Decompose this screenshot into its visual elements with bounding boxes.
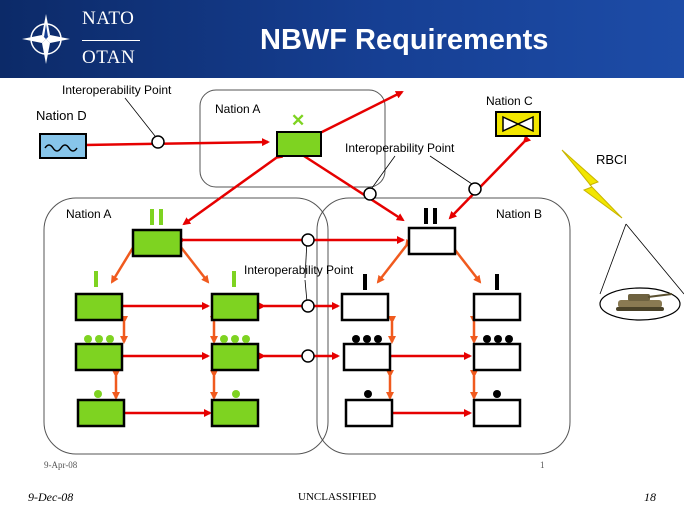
nation-b-unit-5 <box>344 390 394 428</box>
logo-text-nato: NATO <box>82 8 135 29</box>
link-a-top-to-a-hq <box>182 151 284 226</box>
nato-compass-logo <box>20 6 72 72</box>
classification-marking: UNCLASSIFIED <box>298 491 377 503</box>
interop-pointer-top <box>124 97 156 137</box>
interop-point-4 <box>301 233 315 247</box>
nation-c-unit <box>495 111 541 137</box>
interop-pointer-mid-b <box>429 155 473 185</box>
nation-b-unit-2 <box>472 274 522 322</box>
interop-pointer-mid-a <box>371 155 396 189</box>
link-a-hq-to-a1 <box>110 238 141 284</box>
interop-label-top: Interoperability Point <box>62 83 172 97</box>
slide-page-number: 1 <box>540 460 545 470</box>
nation-a-unit-2 <box>210 271 260 322</box>
nation-b-unit-4 <box>472 335 522 372</box>
nation-a-top-unit: ✕ <box>276 111 322 157</box>
link-c-to-b-hq <box>448 134 532 220</box>
footer-date: 9-Dec-08 <box>28 490 74 504</box>
link-a-hq-to-a2 <box>173 238 210 284</box>
nation-a-top-label: Nation A <box>215 102 260 116</box>
nation-b-group-label: Nation B <box>496 207 542 221</box>
nation-d-unit <box>39 133 87 159</box>
logo-divider <box>82 40 140 41</box>
nation-a-unit-5 <box>76 390 126 428</box>
interop-point-6 <box>301 349 315 363</box>
nation-b-hq-unit <box>407 208 457 256</box>
tank-icon <box>616 293 673 311</box>
link-d-to-a-top <box>78 138 270 150</box>
interop-point-1 <box>151 135 165 149</box>
nation-d-label: Nation D <box>36 108 87 123</box>
logo-text-otan: OTAN <box>82 47 136 68</box>
interop-label-mid: Interoperability Point <box>345 141 455 155</box>
link-a-top-to-b-hq <box>296 149 405 222</box>
header-banner: NATO OTAN NBWF Requirements <box>0 0 684 78</box>
link-a-top-up <box>314 90 404 139</box>
nation-b-unit-3 <box>342 335 392 372</box>
nation-a-unit-6 <box>210 390 260 428</box>
interop-point-5 <box>301 299 315 313</box>
nation-b-group-box <box>316 197 571 455</box>
page-title: NBWF Requirements <box>260 24 549 56</box>
nation-a-unit-3 <box>74 335 124 372</box>
nation-a-unit-4 <box>210 335 260 372</box>
nation-b-unit-1 <box>340 274 390 322</box>
nation-c-label: Nation C <box>486 94 533 108</box>
interop-label-center: Interoperability Point <box>244 263 354 277</box>
link-b-hq-to-b1 <box>376 238 413 284</box>
link-b-hq-to-b2 <box>445 238 482 284</box>
cross-symbol-icon: ✕ <box>291 111 305 130</box>
interop-pointer-center-b <box>304 279 308 303</box>
network-diagram: Interoperability Point Nation D Nation A… <box>36 83 684 455</box>
interop-point-3 <box>468 182 482 196</box>
nation-a-group-label: Nation A <box>66 207 111 221</box>
nation-a-unit-1 <box>74 271 124 322</box>
rbci-cone-right <box>625 223 684 295</box>
lightning-icon <box>561 149 623 219</box>
slide-date: 9-Apr-08 <box>44 460 78 470</box>
nation-b-unit-6 <box>472 390 522 428</box>
page-number: 18 <box>644 490 656 504</box>
rbci-label: RBCI <box>596 152 627 167</box>
rbci-cone-left <box>599 223 627 295</box>
interop-point-2 <box>363 187 377 201</box>
nation-a-hq-unit <box>131 209 183 258</box>
